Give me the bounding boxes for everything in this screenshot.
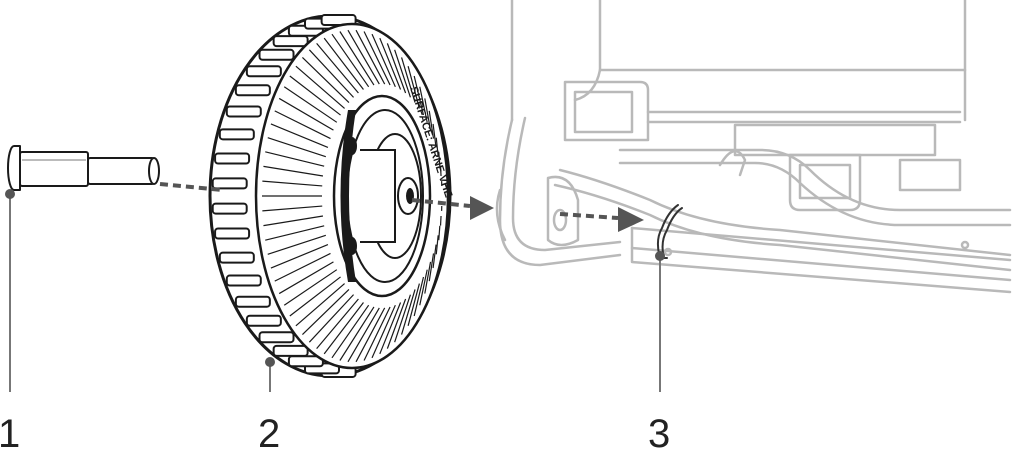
callout-1-label: 1 xyxy=(0,414,20,454)
tread-block xyxy=(213,204,247,214)
tread-block xyxy=(247,66,281,76)
tread-block xyxy=(274,36,308,46)
tread-block xyxy=(236,297,270,307)
tread-block xyxy=(260,332,294,342)
callout-2-label: 2 xyxy=(258,414,280,454)
tread-block xyxy=(215,228,249,238)
tread-block xyxy=(227,106,261,116)
pin-to-bracket-arrow xyxy=(560,214,618,218)
tread-block xyxy=(227,276,261,286)
wheel: SURFACE: ARNE VHE xyxy=(0,0,454,377)
tread-block xyxy=(215,154,249,164)
generator-frame xyxy=(497,0,1010,292)
tread-block xyxy=(260,50,294,60)
callout-3-label: 3 xyxy=(648,414,670,454)
tread-block xyxy=(236,85,270,95)
tread-block xyxy=(220,253,254,263)
tread-block xyxy=(247,316,281,326)
tread-block xyxy=(274,346,308,356)
tread-block xyxy=(220,129,254,139)
axle-pin xyxy=(8,146,159,190)
tread-block xyxy=(213,178,247,188)
